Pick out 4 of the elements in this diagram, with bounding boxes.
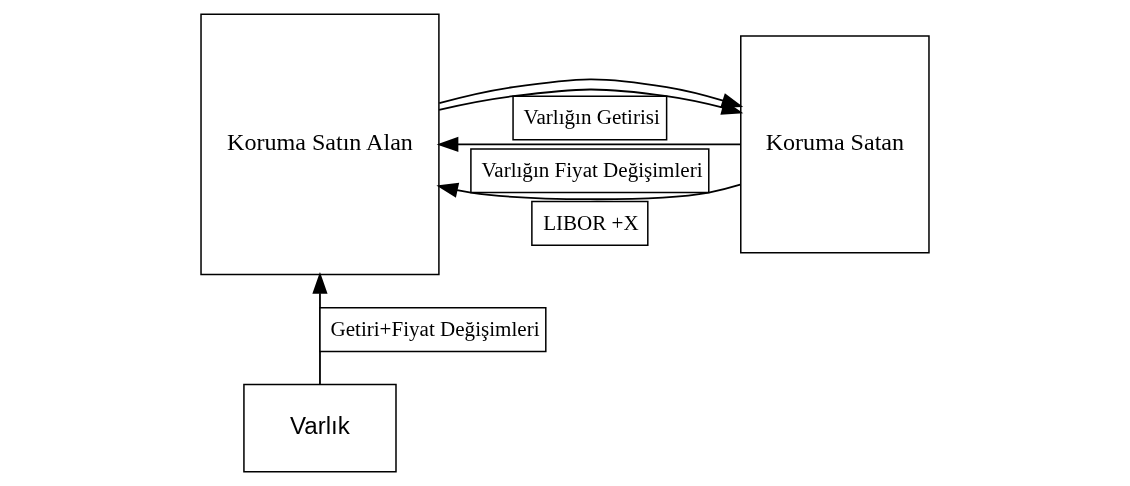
edge-label: Varlığın Fiyat Değişimleri (481, 158, 703, 183)
edge-label: Varlığın Getirisi (523, 105, 660, 130)
edge-label: LIBOR +X (543, 210, 639, 235)
edge-label: Getiri+Fiyat Değişimleri (330, 316, 540, 341)
